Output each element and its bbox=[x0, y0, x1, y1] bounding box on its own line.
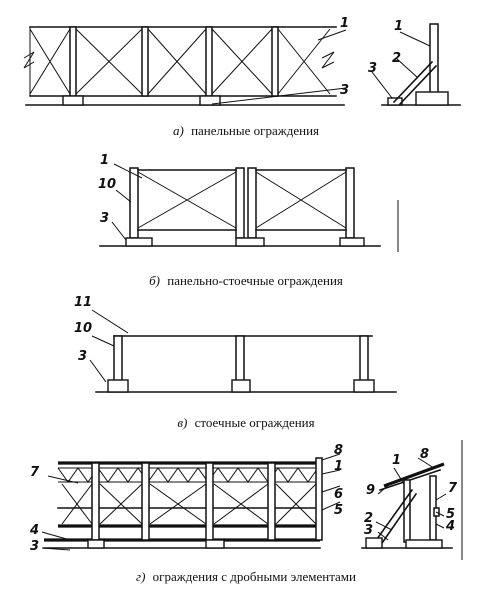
label-beam-side: 4 bbox=[445, 519, 455, 534]
label-panel: 1 bbox=[100, 153, 109, 168]
label-panel: 1 bbox=[340, 16, 349, 31]
small-elements-fence-side-view: 1 8 9 7 2 3 5 4 bbox=[361, 440, 463, 560]
label-foundation: 3 bbox=[100, 211, 109, 226]
label-top-rail-side: 8 bbox=[420, 447, 429, 462]
break-mark-right bbox=[321, 51, 335, 69]
label-post: 10 bbox=[74, 321, 92, 336]
posts bbox=[91, 457, 323, 541]
label-rail: 11 bbox=[74, 295, 92, 310]
panel-posts bbox=[69, 26, 279, 97]
label-truss-side: 7 bbox=[448, 481, 458, 496]
foundation-blocks bbox=[87, 539, 225, 549]
posts bbox=[129, 167, 355, 239]
label-foundation: 3 bbox=[340, 83, 349, 98]
panel-cross-braces bbox=[29, 28, 331, 95]
label-top-rail: 8 bbox=[334, 443, 343, 458]
label-panel: 1 bbox=[334, 459, 343, 474]
panels bbox=[137, 169, 347, 231]
caption-a: а) панельные ограждения bbox=[173, 123, 319, 138]
label-foundation: 3 bbox=[78, 349, 87, 364]
foundation-blocks bbox=[107, 379, 375, 393]
label-post: 10 bbox=[98, 177, 116, 192]
label-foundation-side: 3 bbox=[368, 61, 377, 76]
label-panel-side: 1 bbox=[392, 453, 401, 468]
panel-post-fence: 1 10 3 bbox=[98, 153, 399, 252]
post-fence: 11 10 3 bbox=[74, 295, 397, 393]
panel-fence-front-view: 1 3 bbox=[23, 16, 349, 106]
label-upper-truss: 7 bbox=[30, 465, 40, 480]
panel-fence-side-view: 1 2 3 bbox=[368, 19, 461, 106]
label-rail-side: 5 bbox=[446, 507, 455, 522]
foundation-blocks bbox=[125, 237, 365, 247]
panel-foundation-blocks bbox=[62, 95, 221, 106]
label-foundation-side: 3 bbox=[364, 523, 373, 538]
label-lower-rail: 5 bbox=[334, 503, 343, 518]
label-panel-side: 1 bbox=[394, 19, 403, 34]
label-foundation: 3 bbox=[30, 539, 39, 554]
label-post: 6 bbox=[334, 487, 343, 502]
small-elements-fence-front-view: 7 8 1 6 5 4 3 bbox=[29, 443, 343, 554]
break-mark-left bbox=[23, 51, 35, 69]
label-brace-side: 2 bbox=[392, 51, 401, 66]
label-brace-side: 2 bbox=[364, 511, 373, 526]
label-beam: 4 bbox=[29, 523, 39, 538]
posts bbox=[113, 335, 369, 383]
label-bracket-side: 9 bbox=[366, 483, 375, 498]
caption-b: б) панельно-стоечные ограждения bbox=[149, 273, 343, 288]
caption-d: г) ограждения с дробными элементами bbox=[136, 569, 356, 584]
caption-c: в) стоечные ограждения bbox=[177, 415, 314, 430]
panel-cross-braces bbox=[61, 483, 317, 525]
